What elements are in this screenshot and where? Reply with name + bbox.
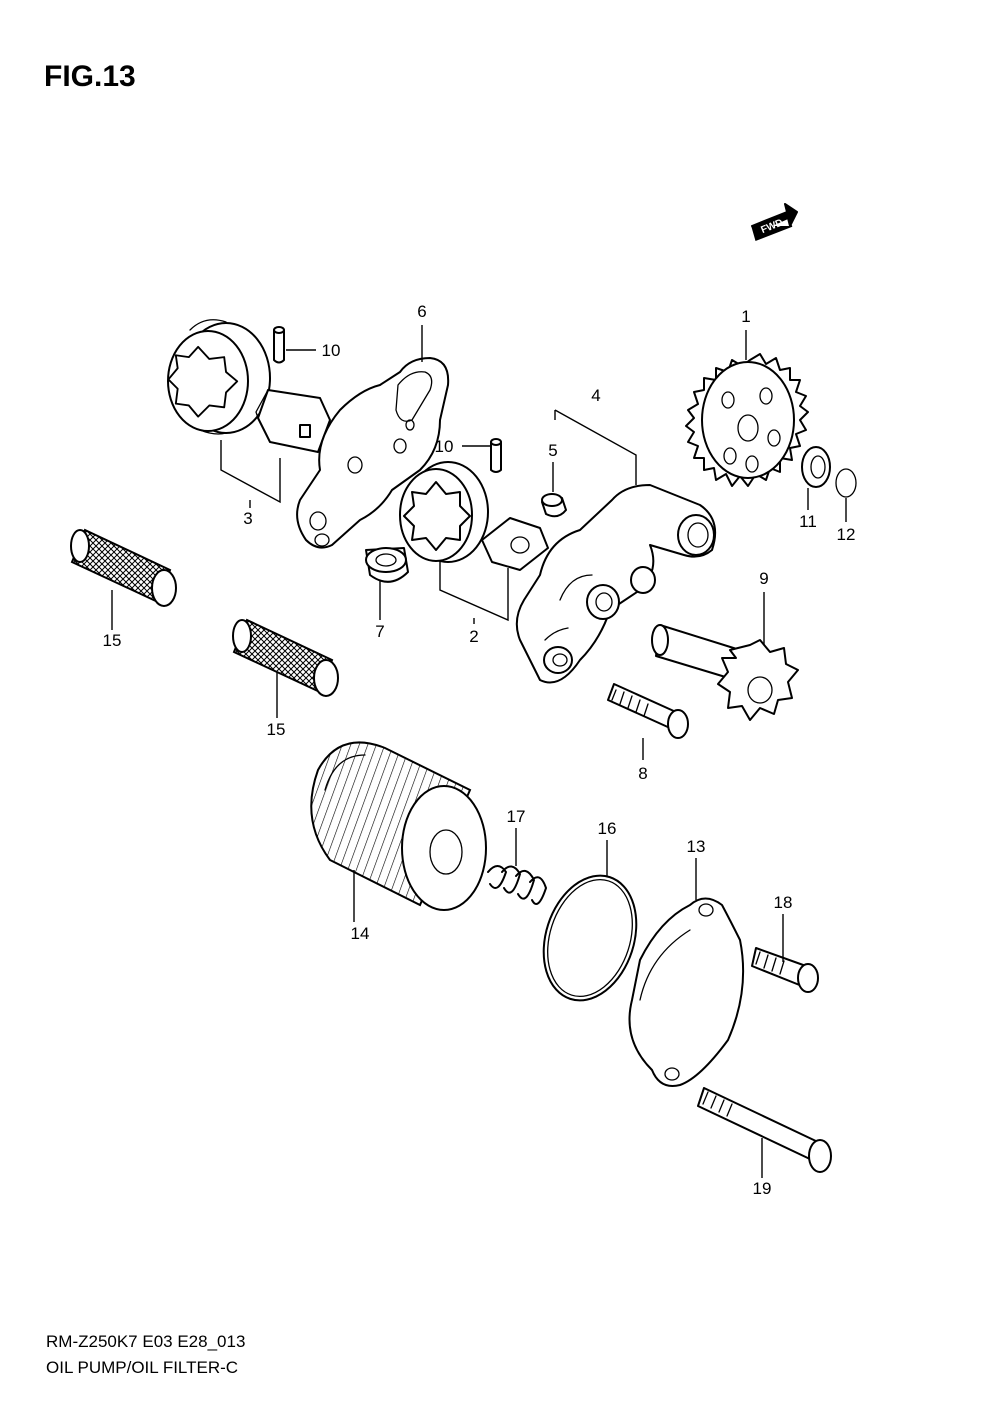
driven-gear [685, 353, 809, 487]
callout-9: 9 [759, 569, 768, 588]
callout-15-upper: 15 [103, 631, 122, 650]
callout-8: 8 [638, 764, 647, 783]
collar [365, 547, 409, 583]
leader-lines [111, 325, 847, 1178]
o-ring [542, 874, 638, 1002]
callout-10-upper: 10 [322, 341, 341, 360]
pump-body [515, 484, 716, 684]
model-code: RM-Z250K7 E03 E28_013 [46, 1332, 246, 1351]
oil-screen-upper [70, 528, 177, 607]
callout-13: 13 [687, 837, 706, 856]
callout-17: 17 [507, 807, 526, 826]
forward-arrow-icon: FWD [751, 203, 798, 241]
pin-lower [490, 438, 502, 473]
outer-rotor-left [167, 319, 271, 435]
callout-10-lower: 10 [435, 437, 454, 456]
filter-spring [487, 865, 547, 905]
pump-plate [296, 357, 450, 549]
callout-6: 6 [417, 302, 426, 321]
bolt-short [751, 947, 819, 993]
bolt-long [697, 1087, 832, 1173]
callout-11: 11 [799, 512, 817, 531]
washer [801, 446, 831, 488]
callout-18: 18 [774, 893, 793, 912]
figure-title: FIG.13 [44, 60, 136, 93]
callout-3: 3 [243, 509, 252, 528]
callout-2: 2 [469, 627, 478, 646]
dowel-pin [541, 493, 567, 518]
callout-labels: 1 2 3 4 5 6 7 8 9 10 10 11 12 13 14 15 1… [103, 302, 856, 1198]
callout-7: 7 [375, 622, 384, 641]
callout-1: 1 [741, 307, 750, 326]
oil-screen-lower [232, 618, 339, 697]
inner-rotor-left [255, 389, 331, 453]
callout-5: 5 [548, 441, 557, 460]
oil-filter [310, 741, 487, 911]
callout-15-lower: 15 [267, 720, 286, 739]
callout-4: 4 [591, 386, 600, 405]
circlip [835, 468, 857, 498]
section-title: OIL PUMP/OIL FILTER-C [46, 1358, 239, 1377]
outer-rotor-center [399, 461, 489, 563]
callout-19: 19 [753, 1179, 772, 1198]
bolt-pump [607, 683, 689, 739]
pump-shaft-gear [651, 624, 799, 721]
filter-cap [628, 897, 745, 1087]
callout-16: 16 [598, 819, 617, 838]
callout-14: 14 [351, 924, 370, 943]
callout-12: 12 [837, 525, 856, 544]
pin-upper [273, 326, 285, 364]
inner-rotor-center [481, 517, 549, 571]
